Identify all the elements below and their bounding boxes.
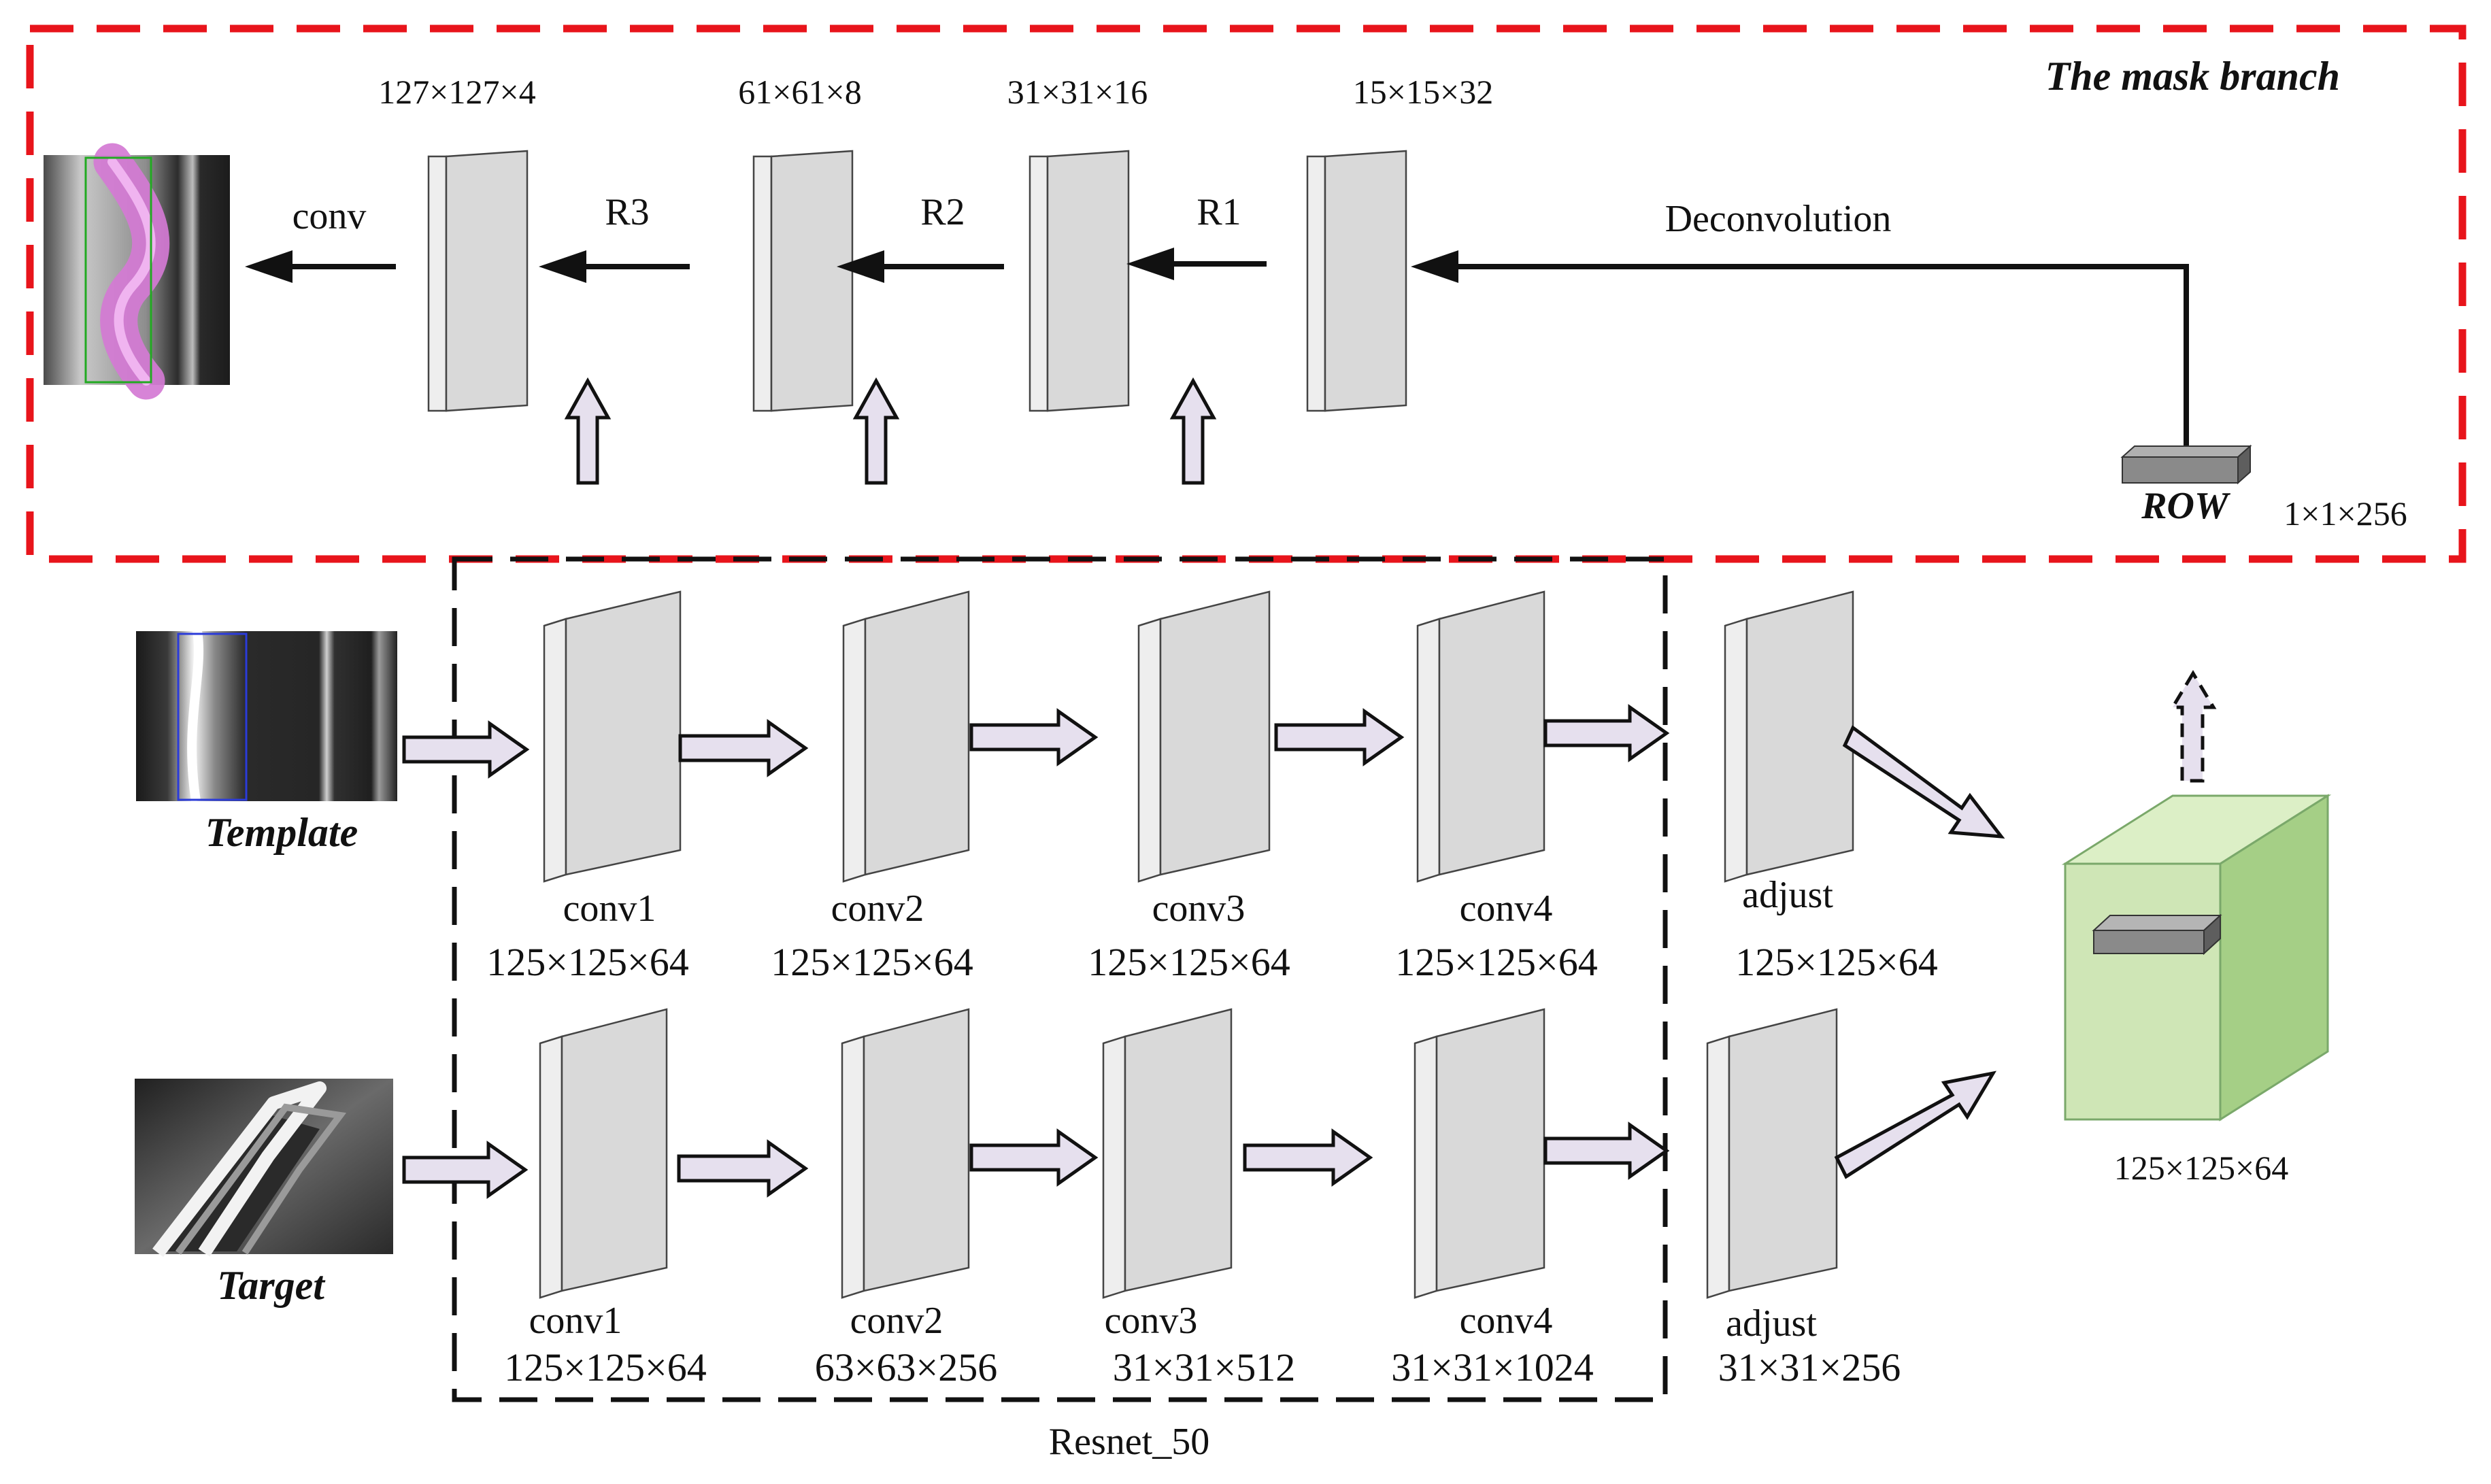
template-conv1-name: conv1: [563, 888, 656, 930]
hollow-right-arrow-icon: [1274, 708, 1405, 766]
mask-plate-4: [1306, 150, 1407, 412]
target-plate-conv2: [841, 1008, 970, 1299]
hollow-up-arrow-icon: [852, 377, 900, 485]
target-conv2-dim: 63×63×256: [815, 1345, 997, 1389]
hollow-right-arrow-icon: [1543, 1122, 1670, 1180]
template-plate-conv2: [842, 590, 970, 883]
target-conv4-name: conv4: [1460, 1300, 1553, 1342]
template-adjust-name: adjust: [1742, 874, 1833, 916]
target-conv3-dim: 31×31×512: [1113, 1345, 1295, 1389]
hollow-diagonal-arrow-icon: [1834, 1070, 1996, 1179]
dashed-up-arrow-icon: [2169, 670, 2217, 783]
deconvolution-label: Deconvolution: [1665, 198, 1892, 240]
template-conv2-name: conv2: [831, 888, 924, 930]
conv-label: conv: [292, 195, 367, 237]
r2-label: R2: [920, 191, 965, 233]
template-conv4-dim: 125×125×64: [1395, 940, 1597, 984]
target-adjust-dim: 31×31×256: [1718, 1345, 1901, 1389]
mask-branch-frame: [26, 24, 2467, 563]
mask-branch-title: The mask branch: [2045, 54, 2340, 99]
r1-label: R1: [1197, 191, 1241, 233]
solid-left-arrow-icon: [1126, 248, 1267, 280]
template-plate-conv3: [1137, 590, 1271, 883]
hollow-right-arrow-icon: [969, 708, 1099, 766]
target-plate-conv3: [1102, 1008, 1233, 1299]
hollow-right-arrow-icon: [969, 1128, 1099, 1187]
mask-plate-1: [427, 150, 529, 412]
hollow-right-arrow-icon: [1543, 704, 1670, 762]
mask-plate-3: [1029, 150, 1130, 412]
mask-dim-4: 15×15×32: [1353, 73, 1493, 111]
row-label: ROW: [2141, 485, 2231, 527]
resnet-frame: [452, 556, 1668, 1402]
template-conv2-dim: 125×125×64: [771, 940, 973, 984]
target-image: [135, 1079, 393, 1258]
template-plate-adjust: [1724, 590, 1854, 883]
target-plate-conv1: [539, 1008, 668, 1299]
response-cube: [2061, 794, 2332, 1122]
row-dim-label: 1×1×256: [2284, 494, 2407, 533]
template-conv3-dim: 125×125×64: [1088, 940, 1290, 984]
template-plate-conv4: [1416, 590, 1545, 883]
hollow-diagonal-arrow-icon: [1842, 725, 2005, 839]
row-vector-bar: [2120, 444, 2252, 485]
solid-left-arrow-icon: [245, 250, 396, 283]
mask-dim-3: 31×31×16: [1007, 73, 1148, 111]
target-plate-conv4: [1414, 1008, 1545, 1299]
target-conv4-dim: 31×31×1024: [1391, 1345, 1593, 1389]
template-adjust-dim: 125×125×64: [1735, 940, 1937, 984]
hollow-right-arrow-icon: [677, 1139, 809, 1198]
target-adjust-name: adjust: [1726, 1302, 1817, 1345]
target-conv1-name: conv1: [529, 1300, 622, 1342]
response-dim-label: 125×125×64: [2114, 1149, 2288, 1187]
hollow-right-arrow-icon: [678, 719, 809, 777]
template-image: [136, 630, 397, 803]
deconvolution-connector: [1411, 250, 2189, 449]
template-plate-conv1: [543, 590, 682, 883]
template-conv3-name: conv3: [1152, 888, 1246, 930]
resnet-label: Resnet_50: [1049, 1421, 1209, 1463]
hollow-right-arrow-icon: [402, 720, 530, 779]
solid-left-arrow-icon: [837, 250, 1004, 283]
target-conv2-name: conv2: [850, 1300, 943, 1342]
template-label: Template: [205, 810, 358, 855]
response-row-bar: [2092, 913, 2222, 956]
hollow-up-arrow-icon: [564, 377, 612, 485]
mask-dim-2: 61×61×8: [738, 73, 861, 111]
hollow-up-arrow-icon: [1169, 377, 1217, 485]
target-conv3-name: conv3: [1105, 1300, 1198, 1342]
template-conv1-dim: 125×125×64: [486, 940, 688, 984]
target-conv1-dim: 125×125×64: [504, 1345, 706, 1389]
r3-label: R3: [605, 191, 649, 233]
mask-dim-1: 127×127×4: [378, 73, 535, 111]
mask-plate-2: [752, 150, 854, 412]
target-plate-adjust: [1706, 1008, 1838, 1299]
target-label: Target: [217, 1263, 326, 1308]
hollow-right-arrow-icon: [402, 1141, 529, 1199]
template-conv4-name: conv4: [1460, 888, 1553, 930]
hollow-right-arrow-icon: [1243, 1128, 1373, 1187]
solid-left-arrow-icon: [539, 250, 690, 283]
mask-output-image: [44, 143, 230, 400]
